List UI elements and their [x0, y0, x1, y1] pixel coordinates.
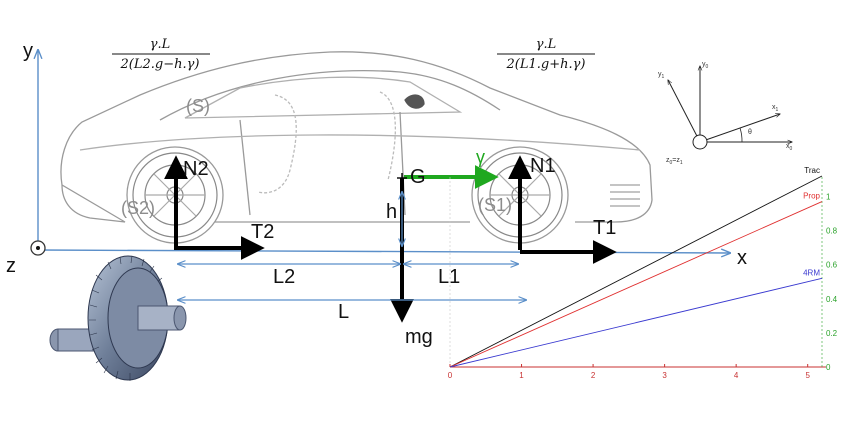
svg-text:z0=z1: z0=z1 [666, 157, 683, 166]
svg-text:2(L2.g−h.γ): 2(L2.g−h.γ) [120, 57, 200, 72]
label-g: G [410, 166, 426, 188]
svg-text:x1: x1 [772, 104, 779, 113]
series-line-4rm [449, 277, 823, 368]
svg-text:2(L1.g+h.γ): 2(L1.g+h.γ) [506, 57, 586, 72]
y-tick-label: 0.6 [826, 261, 838, 270]
svg-text:γ.L: γ.L [150, 37, 171, 52]
car-roofline [159, 70, 501, 121]
y-tick-label: 0.2 [826, 329, 838, 338]
car-door-line [239, 111, 406, 216]
x-tick-label: 5 [805, 371, 810, 380]
gear-shaft-illustration [49, 255, 187, 381]
x-tick-label: 4 [734, 371, 739, 380]
label-mg: mg [405, 326, 433, 348]
svg-text:y1: y1 [658, 71, 665, 80]
y-tick-label: 0 [826, 363, 831, 372]
y-tick-label: 1 [826, 192, 831, 201]
x-axis-label: x [737, 247, 747, 269]
grille [610, 184, 640, 207]
car-seat-front [379, 91, 397, 181]
label-t2: T2 [251, 221, 274, 243]
label-gamma: γ [476, 147, 485, 167]
x-tick-label: 0 [448, 371, 453, 380]
label-n1: N1 [530, 155, 556, 177]
label-s: (S) [186, 96, 210, 116]
label-l2: L2 [273, 266, 295, 288]
car-seat [257, 94, 297, 194]
svg-text:γ.L: γ.L [536, 37, 557, 52]
car-mirror [404, 94, 425, 109]
svg-text:y0: y0 [702, 61, 709, 70]
svg-text:x0: x0 [786, 143, 793, 152]
z-axis-origin-dot [36, 246, 40, 250]
formula-right: γ.L 2(L1.g+h.γ) [497, 37, 595, 72]
y-tick-label: 0.4 [826, 295, 838, 304]
label-l: L [338, 301, 349, 323]
x-axis-line [37, 250, 730, 253]
series-label-trac: Trac [804, 166, 820, 175]
y-axis-label: y [23, 40, 33, 62]
center-of-gravity-marker [397, 173, 407, 183]
series-line-trac [449, 175, 823, 368]
label-h: h [386, 201, 397, 223]
y-tick-label: 0.8 [826, 227, 838, 236]
svg-text:θ: θ [748, 129, 752, 136]
label-s1: (S1) [478, 195, 512, 215]
x-tick-label: 3 [662, 371, 667, 380]
series-label-prop: Prop [803, 192, 820, 201]
label-l1: L1 [438, 266, 460, 288]
formula-left: γ.L 2(L2.g−h.γ) [112, 37, 210, 72]
label-n2: N2 [183, 158, 209, 180]
z-axis-label: z [6, 255, 16, 277]
label-s2: (S2) [121, 198, 155, 218]
car-belt-line [79, 134, 641, 151]
series-line-prop [449, 201, 823, 368]
series-label-4rm: 4RM [803, 268, 820, 277]
rotation-frame-diagram: y0 y1 x1 x0 θ z0=z1 [658, 61, 793, 166]
car-window [184, 76, 463, 119]
x-tick-label: 2 [591, 371, 596, 380]
car-body-outline [60, 51, 653, 223]
x-tick-label: 1 [519, 371, 524, 380]
label-t1: T1 [593, 217, 616, 239]
